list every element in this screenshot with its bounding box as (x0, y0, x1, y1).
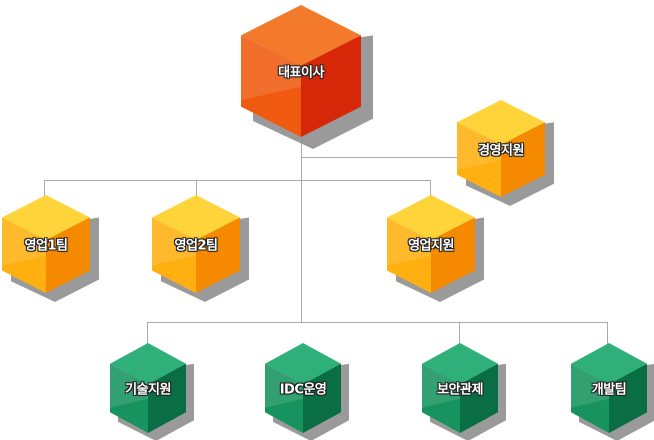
node-label-sales2: 영업2팀 (174, 238, 218, 254)
cube-right-face (148, 363, 186, 433)
cube-right-face (303, 363, 341, 433)
node-label-idc: IDC운영 (279, 382, 327, 398)
cube-ceo[interactable] (241, 5, 373, 149)
cube-top-face (110, 343, 186, 385)
cube-mgmt[interactable] (457, 100, 554, 206)
cube-top-face (571, 343, 647, 385)
cube-idc[interactable] (265, 343, 349, 440)
cube-right-face (501, 122, 545, 197)
cube-left-face (241, 35, 301, 137)
cube-security[interactable] (422, 343, 506, 440)
cube-sales1[interactable] (2, 195, 99, 302)
cube-gloss (265, 363, 303, 408)
cube-left-face (2, 217, 46, 293)
node-label-dev: 개발팀 (591, 382, 627, 398)
cube-right-face (196, 217, 240, 293)
cube-top-face (422, 343, 498, 385)
cube-left-face (265, 363, 303, 433)
cube-right-face (431, 217, 475, 293)
cube-tech[interactable] (110, 343, 194, 440)
node-label-sales1: 영업1팀 (24, 238, 68, 254)
cube-gloss (2, 217, 46, 266)
node-label-salessupport: 영업지원 (408, 238, 454, 254)
node-label-ceo: 대표이사 (278, 65, 324, 81)
cube-gloss (241, 35, 301, 101)
cube-left-face (152, 217, 196, 293)
cube-sales2[interactable] (152, 195, 249, 302)
cube-left-face (387, 217, 431, 293)
cube-left-face (457, 122, 501, 197)
cube-right-face (46, 217, 90, 293)
node-label-tech: 기술지원 (125, 382, 171, 398)
cube-right-face (460, 363, 498, 433)
cube-top-face (265, 343, 341, 385)
node-label-security: 보안관제 (437, 382, 483, 398)
cube-right-face (301, 35, 361, 137)
cube-left-face (571, 363, 609, 433)
cube-gloss (387, 217, 431, 266)
cube-gloss (422, 363, 460, 408)
cube-right-face (609, 363, 647, 433)
cube-gloss (152, 217, 196, 266)
cube-left-face (422, 363, 460, 433)
cube-dev[interactable] (571, 343, 654, 440)
cube-left-face (110, 363, 148, 433)
cube-gloss (457, 122, 501, 170)
cube-salessupport[interactable] (387, 195, 484, 302)
node-label-mgmt: 경영지원 (478, 143, 524, 158)
cube-gloss (110, 363, 148, 408)
cube-gloss (571, 363, 609, 408)
